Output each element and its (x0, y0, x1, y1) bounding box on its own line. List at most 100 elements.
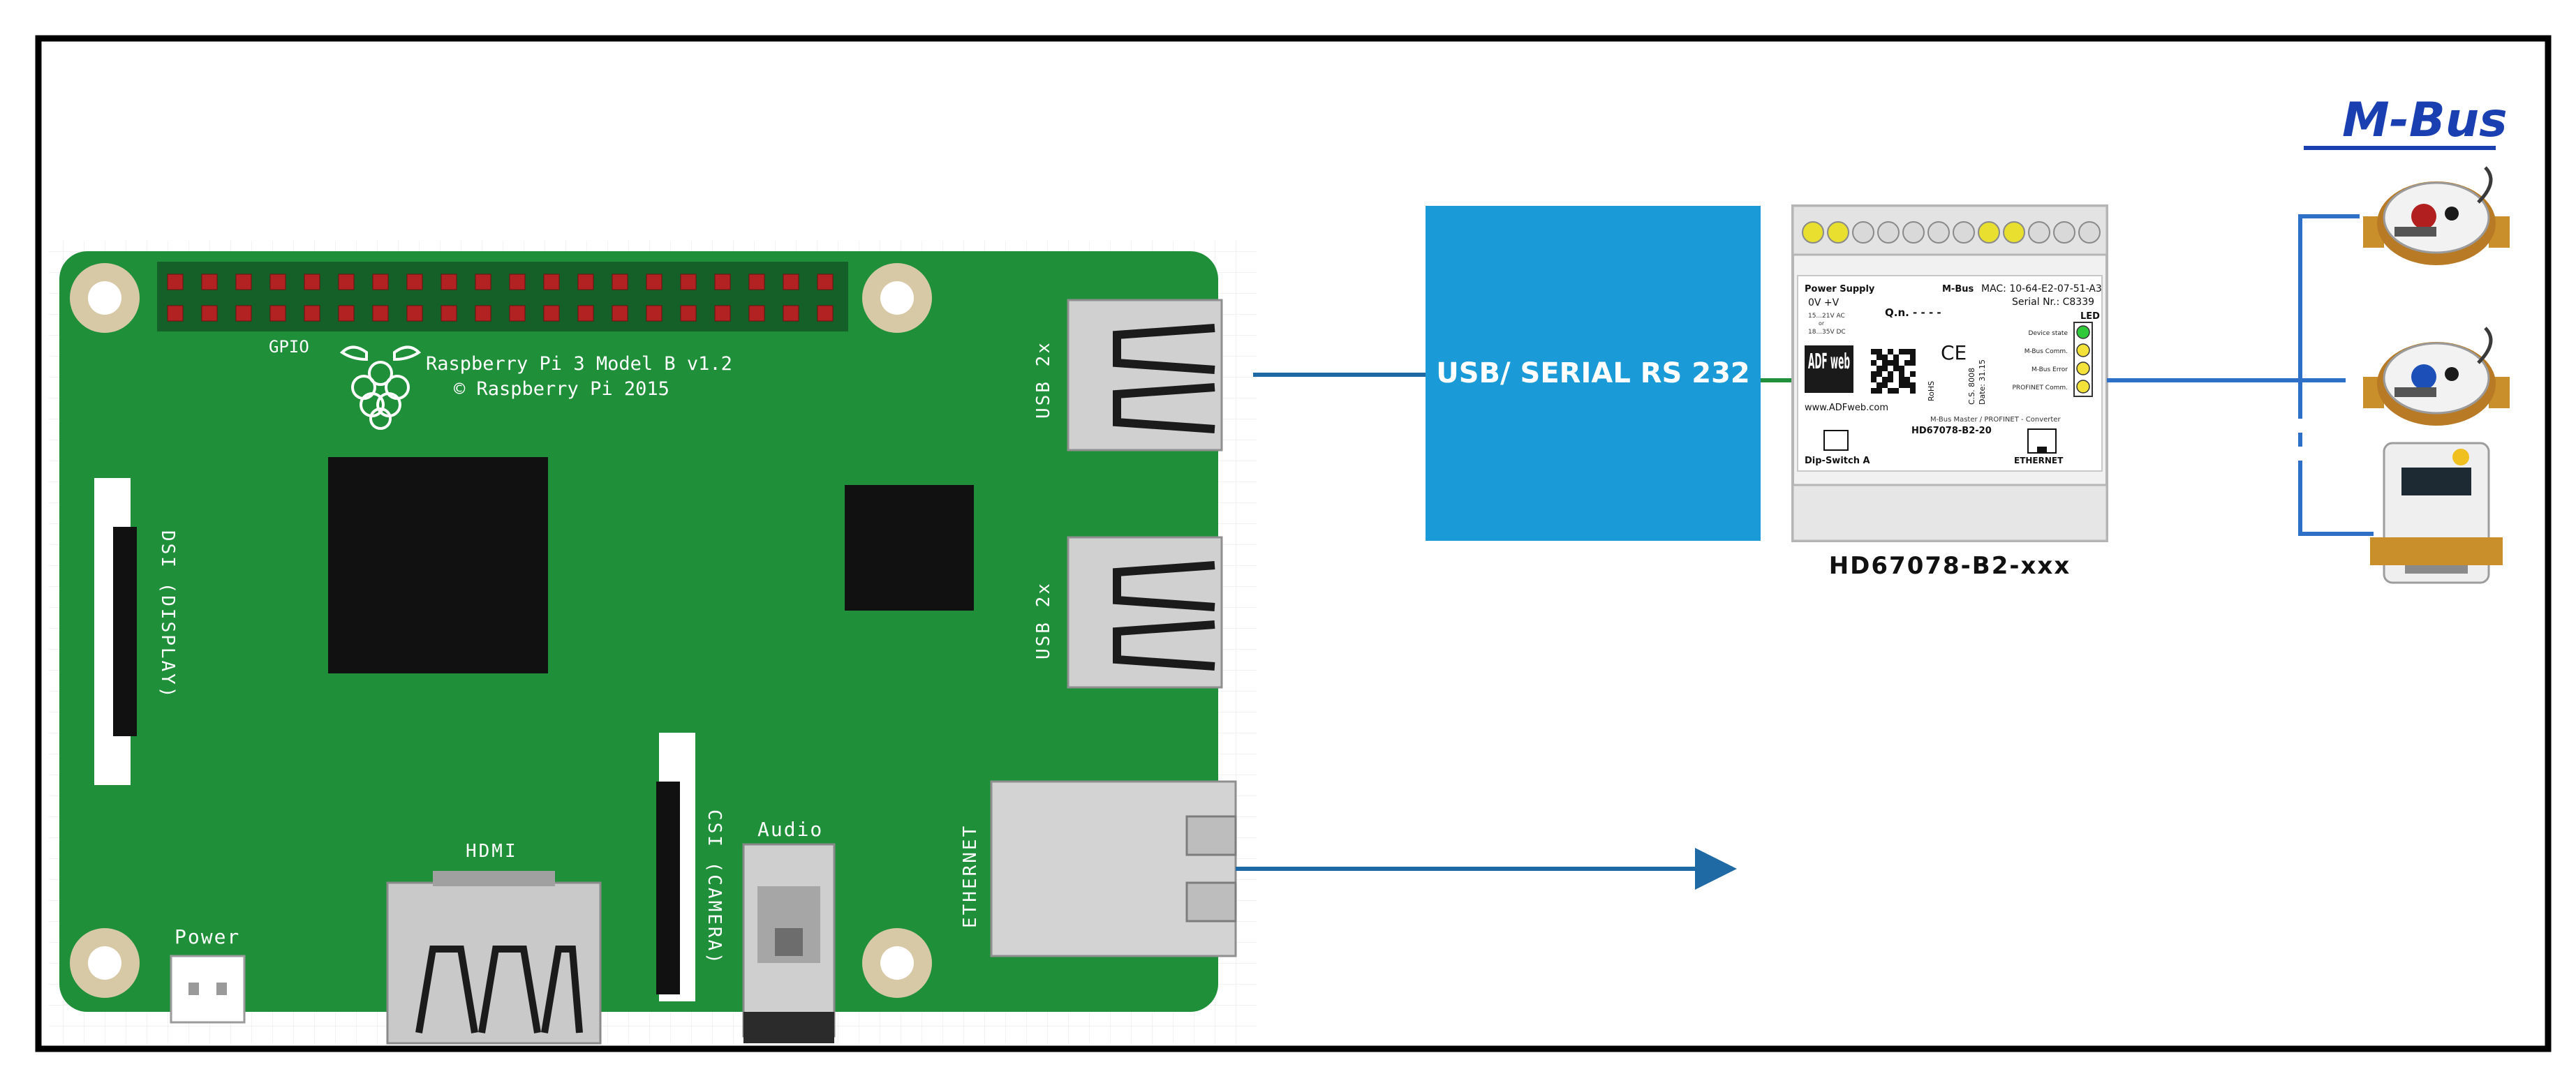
gpio-pin (577, 274, 594, 290)
gpio-pin (338, 274, 355, 290)
csi-label: CSI (CAMERA) (704, 809, 725, 966)
qr-module (1871, 371, 1877, 377)
qr-module (1910, 354, 1916, 360)
power-label: Power (175, 925, 240, 948)
hdmi-label: HDMI (466, 841, 518, 862)
terminal-screw-led (1802, 221, 1824, 244)
led-label: LED (2080, 311, 2100, 322)
qr-code (1871, 349, 1916, 394)
gpio-pin (680, 305, 697, 322)
qr-module (1899, 382, 1904, 388)
qr-module (1877, 388, 1882, 394)
terminal-screw-led (2053, 221, 2075, 244)
gpio-pin (612, 305, 628, 322)
power-port (170, 955, 246, 1024)
gpio-pin (441, 274, 457, 290)
outer-frame (35, 35, 2552, 1052)
ethernet-port (990, 780, 1237, 957)
gpio-pin (817, 274, 834, 290)
terminal-screw-led (1902, 221, 1925, 244)
dip-switch-label: Dip-Switch A (1805, 456, 1870, 466)
usb-bottom-label: USB 2x (1033, 581, 1054, 659)
led-item-3: PROFINET Comm. (2012, 385, 2068, 391)
gpio-pin (680, 274, 697, 290)
water-meter-icon (2363, 327, 2510, 426)
qn-label: Q.n. - - - - (1885, 306, 1941, 319)
qr-module (1871, 349, 1877, 354)
qr-module (1899, 349, 1904, 354)
terminal-screw-led (2028, 221, 2050, 244)
ethernet-label: ETHERNET (960, 824, 981, 928)
terminal-screw-led (1953, 221, 1975, 244)
gpio-pin (167, 305, 184, 322)
gpio-pin (783, 274, 799, 290)
csi-connector (656, 733, 695, 1001)
mounting-holes (70, 263, 932, 998)
usb-serial-converter: USB/ SERIAL RS 232 (1426, 206, 1761, 541)
gpio-pin (441, 305, 457, 322)
gpio-pin (509, 274, 526, 290)
serial-number: Serial Nr.: C8339 (2012, 297, 2094, 308)
qr-module (1893, 366, 1899, 371)
gpio-pin (372, 274, 389, 290)
supply-spec-1: 15...21V AC (1808, 313, 1845, 320)
power-supply-label: Power Supply (1805, 284, 1875, 294)
qr-module (1904, 377, 1910, 382)
gpio-pin (304, 274, 320, 290)
qr-module (1899, 371, 1904, 377)
gpio-pin (269, 305, 286, 322)
qr-module (1877, 382, 1882, 388)
usb-port-bottom (1067, 536, 1223, 689)
device-name: HD67078-B2-xxx (1829, 552, 2071, 580)
qr-module (1877, 354, 1882, 360)
gpio-pin (372, 305, 389, 322)
gpio-pin (817, 305, 834, 322)
terminal-screw-led (1877, 221, 1900, 244)
led-device-state (2076, 325, 2090, 339)
gpio-header (157, 262, 848, 331)
qr-module (1871, 388, 1877, 394)
qr-module (1871, 377, 1877, 382)
gpio-pin (475, 305, 491, 322)
status-leds (2073, 322, 2093, 397)
terminal-screw-led (2003, 221, 2025, 244)
gpio-pin (714, 274, 731, 290)
qr-module (1904, 349, 1910, 354)
gpio-pin (338, 305, 355, 322)
gpio-pin (748, 305, 765, 322)
ce-mark: CE (1941, 341, 1967, 364)
gpio-pin (543, 274, 560, 290)
water-meter-icon (2363, 166, 2510, 265)
gpio-pin (543, 305, 560, 322)
mbus-port-label: M-Bus (1942, 284, 1974, 294)
hd67078-device: Power Supply 0V +V 15...21V AC or 18...3… (1791, 204, 2108, 542)
board-model-text: Raspberry Pi 3 Model B v1.2 (426, 353, 732, 375)
gpio-pin (201, 274, 218, 290)
gpio-pin (577, 305, 594, 322)
gpio-pin (714, 305, 731, 322)
qr-module (1904, 382, 1910, 388)
mbus-logo: M-Bus (2304, 93, 2508, 150)
qr-module (1893, 360, 1899, 366)
board-copyright-text: © Raspberry Pi 2015 (454, 378, 669, 400)
led-item-0: Device state (2029, 330, 2068, 337)
gpio-pin (201, 305, 218, 322)
qr-module (1877, 349, 1882, 354)
top-terminal-leds (1802, 221, 2101, 244)
mbus-bus-lines (2298, 214, 2374, 536)
audio-label: Audio (757, 818, 823, 841)
website-text: www.ADFweb.com (1805, 403, 1888, 413)
led-item-1: M-Bus Comm. (2024, 348, 2068, 355)
gpio-pin (646, 274, 662, 290)
usb-port-top (1067, 299, 1223, 451)
qr-module (1888, 349, 1893, 354)
raspberry-pi-board: GPIO Raspberry Pi 3 Model B v1.2 © Raspb… (59, 251, 1237, 1045)
qr-module (1910, 371, 1916, 377)
terminal-screw-led (2078, 221, 2101, 244)
supply-spec-2: 18...35V DC (1808, 329, 1846, 336)
qr-module (1910, 349, 1916, 354)
gpio-pin (646, 305, 662, 322)
usb-controller-chip (845, 485, 974, 611)
gpio-pin (406, 274, 423, 290)
